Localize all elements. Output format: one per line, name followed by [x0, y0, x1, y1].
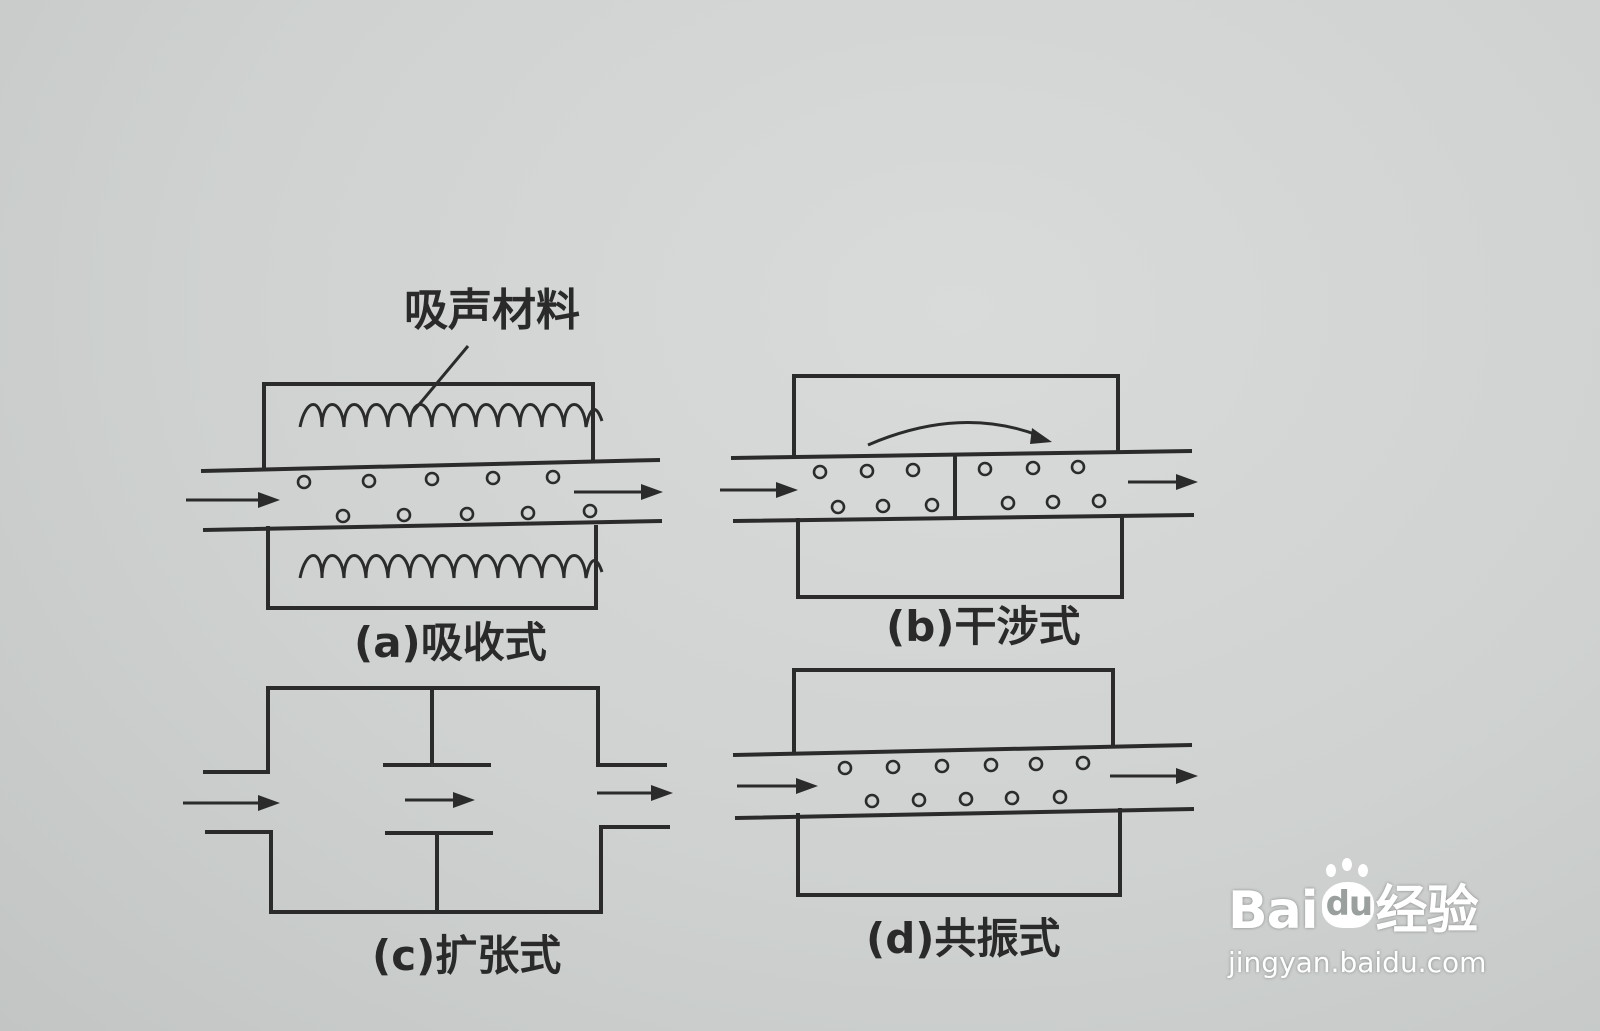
arrow-in-c [183, 795, 280, 811]
particles-b [812, 459, 1107, 515]
arrow-in-d [737, 778, 818, 794]
particle [296, 474, 312, 490]
caption-d: (d)共振式 [866, 914, 1060, 963]
arrow-out-d [1110, 768, 1198, 784]
panel-a-absorption [186, 345, 663, 610]
particle [520, 505, 536, 521]
watermark-site: jingyan.baidu.com [1228, 946, 1487, 979]
watermark-brand-left: Bai [1228, 881, 1319, 941]
duct-top-wall-d [732, 742, 1193, 758]
arrow-mid-c [405, 792, 475, 808]
paw-logo-icon: du [1318, 858, 1376, 930]
particle [396, 507, 412, 523]
duct-bottom-wall-a [202, 518, 663, 533]
duct-bottom-wall-d [734, 806, 1195, 821]
particle [335, 508, 351, 524]
upper-resonator-d [792, 668, 1115, 754]
upper-chamber-a [262, 382, 595, 469]
absorbent-material-upper [298, 403, 604, 428]
duct-top-wall-b [730, 448, 1193, 461]
panel-d-resonance [732, 668, 1198, 897]
particle [545, 469, 561, 485]
absorbent-material-label: 吸声材料 [404, 285, 580, 336]
duct-top-wall-a [200, 457, 661, 474]
expansion-top-wall-c [203, 686, 667, 774]
particle [485, 470, 501, 486]
caption-c: (c)扩张式 [372, 931, 561, 980]
lower-resonator-d [796, 808, 1122, 897]
arrow-in-a [186, 492, 280, 508]
bypass-flow-arc [867, 420, 1041, 447]
caption-a: (a)吸收式 [354, 618, 547, 667]
particle [361, 473, 377, 489]
watermark-brand-right: 经验 [1375, 881, 1479, 941]
caption-b: (b)干涉式 [886, 602, 1080, 651]
bypass-arrowhead [1030, 428, 1052, 444]
particle [424, 471, 440, 487]
particles-d [837, 755, 1091, 809]
lower-chamber-b [796, 514, 1124, 599]
arrow-out-a [574, 484, 663, 500]
lower-chamber-a [266, 525, 598, 610]
upper-bypass-b [792, 374, 1120, 458]
particles-a [296, 469, 598, 524]
arrow-in-b [720, 482, 798, 498]
absorbent-material-lower [298, 554, 604, 579]
watermark-brand-paw: du [1325, 884, 1374, 924]
arrow-out-c [597, 785, 673, 801]
panel-c-expansion [183, 686, 673, 914]
duct-bottom-wall-b [732, 512, 1195, 524]
arrow-out-b [1128, 474, 1198, 490]
callout-leader-line [410, 345, 470, 414]
particle [582, 503, 598, 519]
panel-b-interference [720, 374, 1198, 599]
particle [459, 506, 475, 522]
